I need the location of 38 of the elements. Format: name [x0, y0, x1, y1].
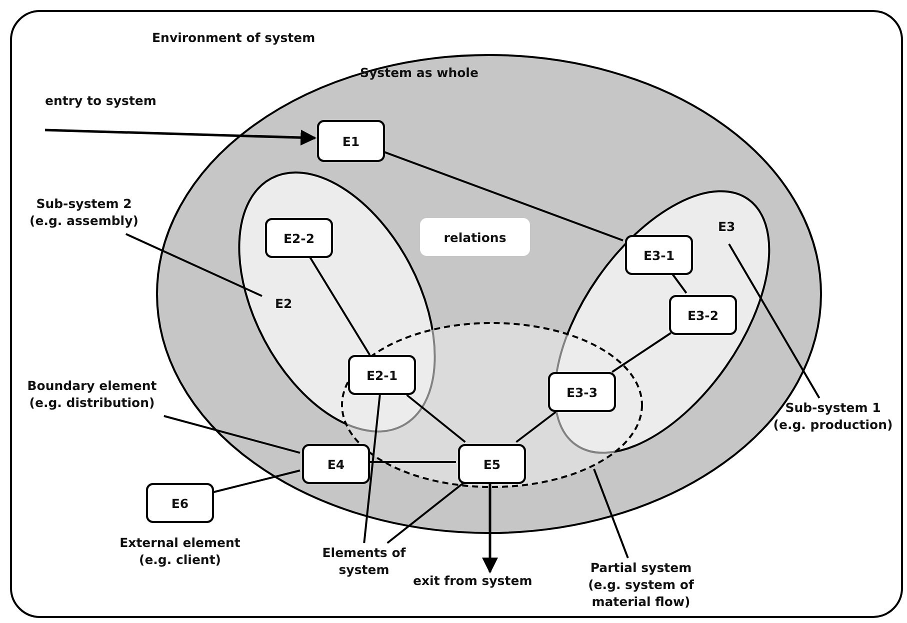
annotation-text: Boundary element (e.g. distribution) — [12, 378, 172, 418]
connector-line — [612, 332, 672, 373]
node-caption: External element (e.g. client) — [118, 535, 242, 569]
arrow — [44, 128, 317, 146]
annotation-text: Partial system (e.g. system of material flow) — [574, 560, 708, 618]
element-box: E6 — [146, 483, 214, 523]
element-box: E3-2 — [669, 295, 737, 335]
edge-label: entry to system — [45, 93, 156, 108]
element-box: E4 — [302, 444, 370, 484]
connector-line — [406, 394, 466, 443]
element-box: E1 — [317, 120, 385, 162]
leader-line — [593, 468, 629, 558]
connector-line — [308, 255, 371, 356]
element-box: E2-1 — [348, 355, 416, 395]
annotation-text: Elements of system — [320, 545, 408, 585]
element-box: E5 — [458, 444, 526, 484]
leader-line — [363, 394, 381, 544]
connector-line — [382, 150, 624, 242]
leader-line — [728, 244, 820, 398]
edge-label: exit from system — [413, 573, 532, 588]
element-box: E2-2 — [265, 218, 333, 258]
environment-frame — [10, 10, 903, 618]
annotation-text: Sub-system 1 (e.g. production) — [770, 400, 896, 440]
connector-line — [670, 272, 688, 294]
connector-line — [212, 470, 300, 494]
connector-line — [516, 411, 556, 443]
arrow — [482, 482, 498, 574]
frame-title: Environment of system — [152, 30, 316, 45]
leader-line — [125, 233, 262, 297]
relations-label: relations — [420, 218, 530, 256]
annotation-text: Sub-system 2 (e.g. assembly) — [22, 196, 146, 236]
system-label: E2 — [275, 296, 292, 311]
leader-line — [386, 481, 466, 544]
element-box: E3-1 — [625, 235, 693, 275]
leader-line — [164, 415, 300, 454]
system-label: E3 — [718, 219, 736, 234]
connector-line — [368, 461, 456, 463]
system-label: System as whole — [360, 65, 478, 80]
